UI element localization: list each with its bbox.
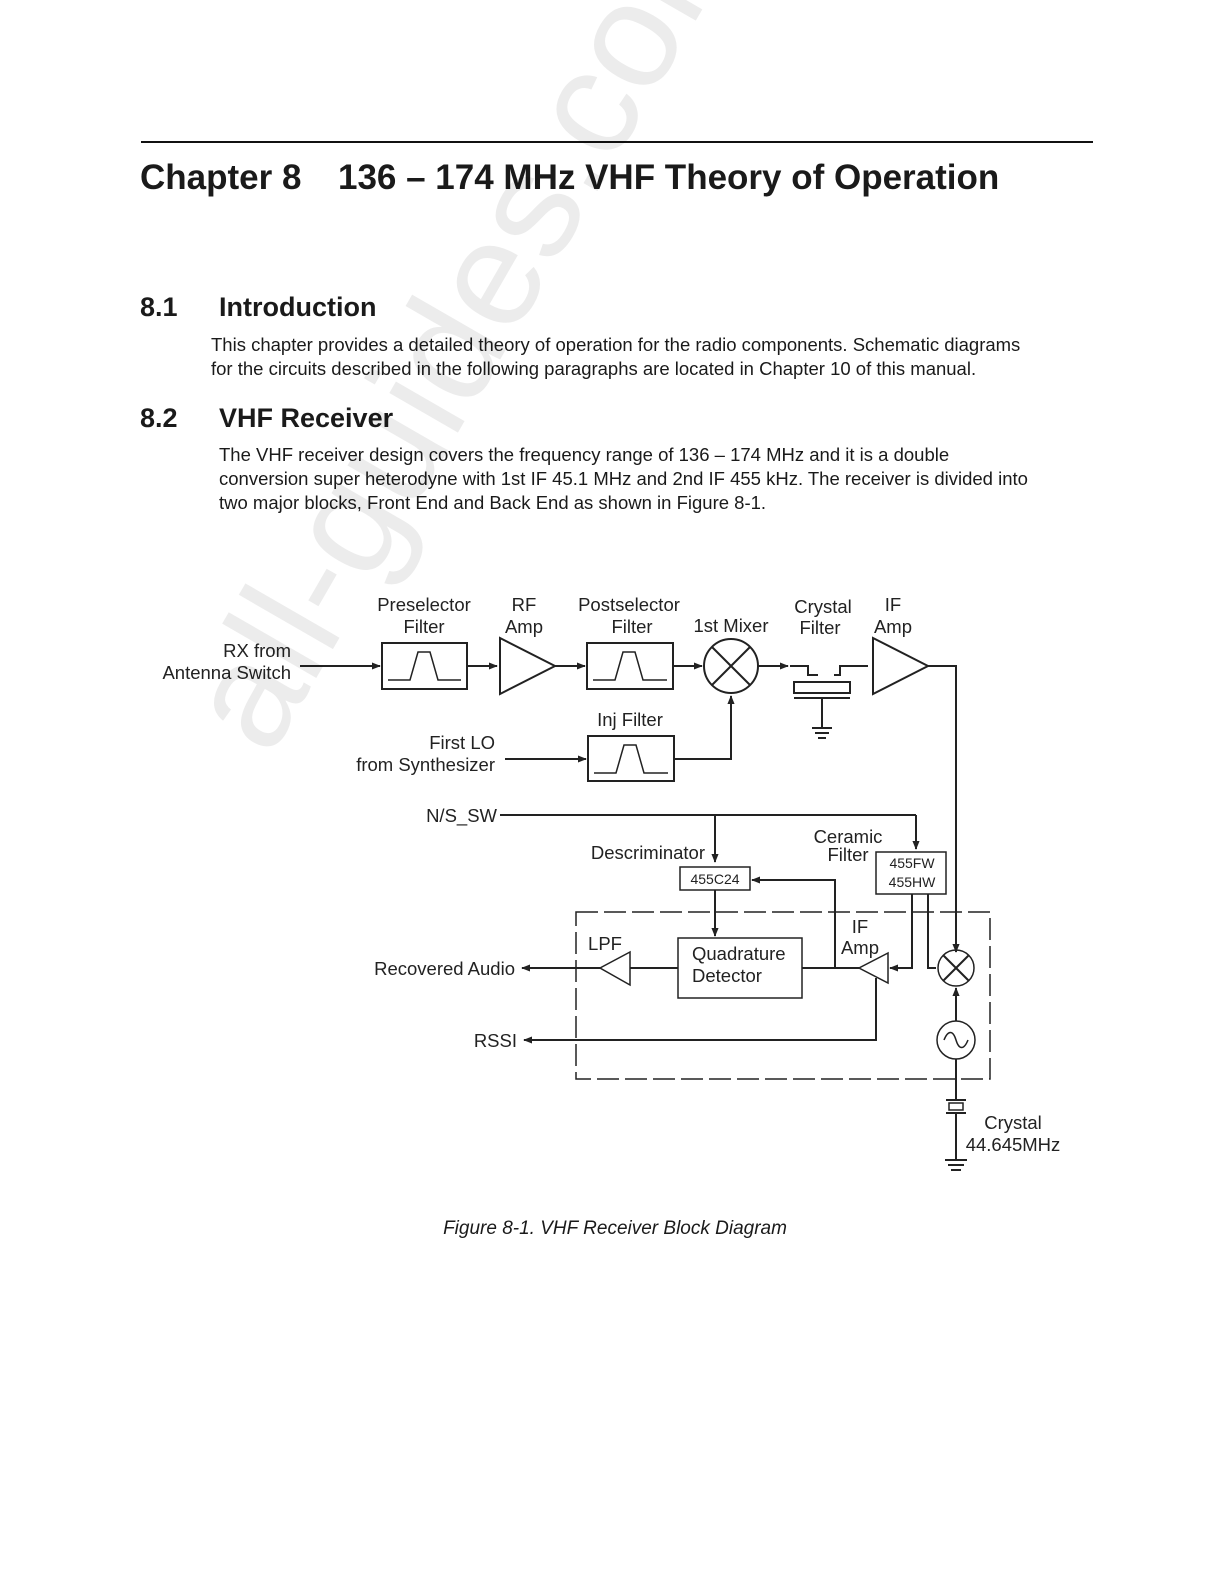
first-lo-label: First LO — [429, 732, 495, 753]
section-number: 8.1 — [140, 292, 178, 322]
preselector-label: Preselector — [377, 594, 471, 615]
quadrature-label: Quadrature — [692, 943, 786, 964]
postselector-filter-label: Filter — [611, 616, 652, 637]
rf-label: RF — [512, 594, 537, 615]
chapter-heading: Chapter 8 136 – 174 MHz VHF Theory of Ope… — [140, 158, 999, 198]
figure-caption: Figure 8-1. VHF Receiver Block Diagram — [443, 1218, 787, 1239]
rf-amp-triangle — [499, 636, 558, 696]
second-if-amp-triangle — [857, 951, 889, 985]
section-heading-vhf-receiver: 8.2 VHF Receiver — [140, 403, 393, 434]
bandpass-icon — [594, 744, 668, 774]
section-title: VHF Receiver — [219, 403, 394, 433]
second-if-amp-label: Amp — [841, 937, 879, 958]
sine-wave-icon — [943, 1031, 969, 1049]
part-number-labels: 455C24 455FW 455HW — [690, 855, 936, 890]
paragraph-line: conversion super heterodyne with 1st IF … — [219, 468, 1028, 489]
crystal-filter-leads — [790, 665, 868, 676]
ceramic-filter-label: Filter — [827, 844, 868, 865]
second-if-label: IF — [852, 916, 868, 937]
diagram-labels: RX from Antenna Switch Preselector Filte… — [162, 594, 1060, 1155]
second-mixer-circle — [937, 949, 975, 987]
first-mixer-label: 1st Mixer — [693, 615, 768, 636]
part-455fw-label: 455FW — [889, 855, 935, 871]
paragraph-line: for the circuits described in the follow… — [211, 358, 977, 379]
chapter-number: Chapter 8 — [140, 158, 302, 197]
introduction-paragraph: This chapter provides a detailed theory … — [211, 333, 1091, 381]
paragraph-line: This chapter provides a detailed theory … — [211, 334, 1021, 355]
section-title: Introduction — [219, 292, 377, 322]
descriminator-label: Descriminator — [591, 842, 705, 863]
if-amp-label: Amp — [874, 616, 912, 637]
crystal-filter-block — [793, 681, 851, 694]
header-rule — [141, 141, 1093, 143]
preselector-filter-block — [381, 642, 468, 690]
crystal-frequency-label: 44.645MHz — [966, 1134, 1061, 1155]
bandpass-icon — [388, 651, 461, 681]
rssi-label: RSSI — [474, 1030, 517, 1051]
part-455hw-label: 455HW — [889, 874, 936, 890]
recovered-audio-label: Recovered Audio — [374, 958, 515, 979]
lpf-label: LPF — [588, 933, 622, 954]
detector-label: Detector — [692, 965, 762, 986]
inj-filter-label: Inj Filter — [597, 709, 663, 730]
preselector-filter-label: Filter — [403, 616, 444, 637]
back-end-ic-boundary — [575, 911, 991, 1080]
if-output-line — [928, 665, 960, 953]
crystal-osc-label: Crystal — [984, 1112, 1042, 1133]
antenna-switch-label: Antenna Switch — [162, 662, 291, 683]
if-amp-triangle — [872, 636, 931, 696]
rx-from-label: RX from — [223, 640, 291, 661]
rf-amp-label: Amp — [505, 616, 543, 637]
bandpass-icon — [593, 651, 667, 681]
paragraph-line: The VHF receiver design covers the frequ… — [219, 444, 950, 465]
from-synthesizer-label: from Synthesizer — [356, 754, 495, 775]
rssi-arrow — [523, 978, 877, 1044]
crystal-symbol — [948, 1102, 964, 1111]
ceramic-label: Ceramic — [814, 826, 883, 847]
crystal-filter-label: Filter — [799, 617, 840, 638]
section-number: 8.2 — [140, 403, 178, 433]
chapter-title: 136 – 174 MHz VHF Theory of Operation — [338, 158, 1000, 197]
postselector-label: Postselector — [578, 594, 680, 615]
paragraph-line: two major blocks, Front End and Back End… — [219, 492, 767, 513]
vhf-receiver-paragraph: The VHF receiver design covers the frequ… — [219, 443, 1099, 515]
if-label: IF — [885, 594, 901, 615]
crystal-label: Crystal — [794, 596, 852, 617]
inj-filter-block — [587, 735, 675, 782]
postselector-filter-block — [586, 642, 674, 690]
section-heading-introduction: 8.1 Introduction — [140, 292, 376, 323]
part-455c24-label: 455C24 — [690, 871, 739, 887]
ns-sw-label: N/S_SW — [426, 805, 497, 827]
lpf-triangle — [598, 950, 631, 987]
